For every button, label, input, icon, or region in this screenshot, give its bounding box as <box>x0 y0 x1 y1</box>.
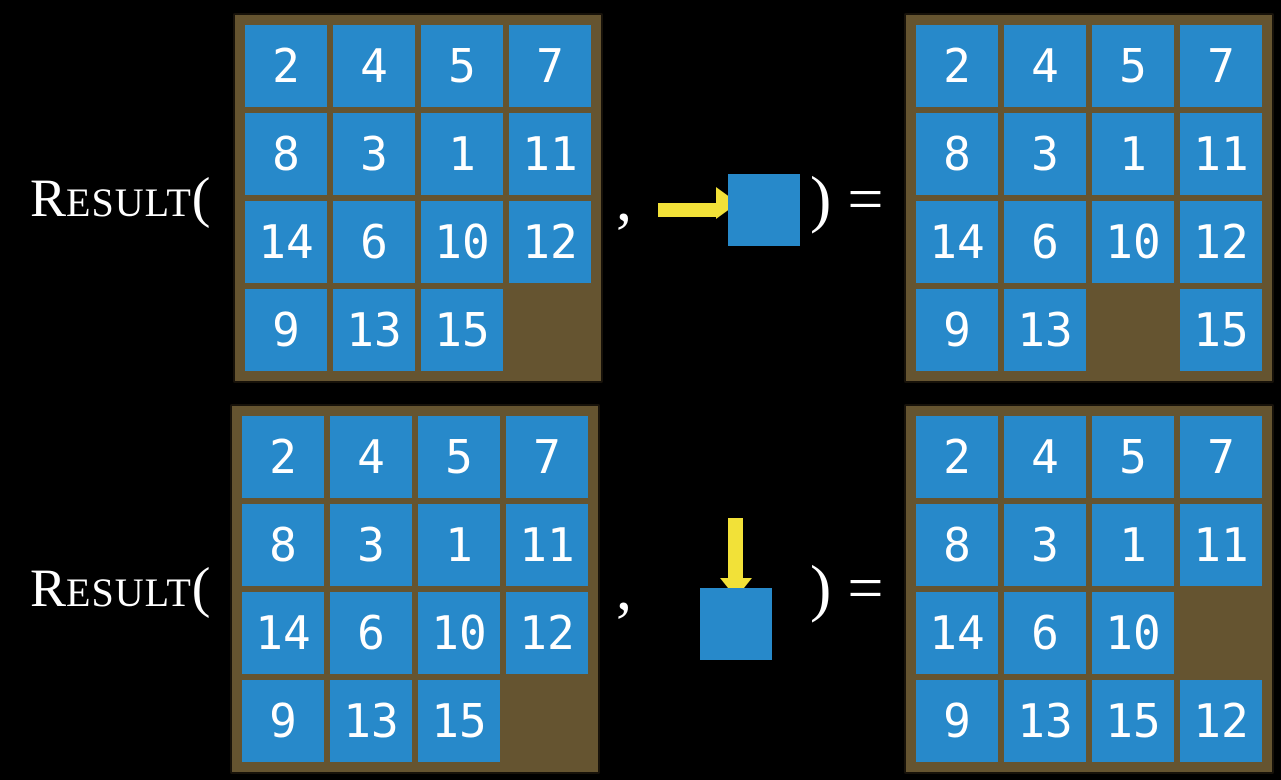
action-move-down <box>700 518 774 660</box>
result-function-label-2: RESULT( <box>30 558 210 618</box>
tile-15: 15 <box>1180 289 1262 371</box>
tile-9: 9 <box>916 289 998 371</box>
tile-10: 10 <box>418 592 500 674</box>
tile-3: 3 <box>333 113 415 195</box>
tile-2: 2 <box>245 25 327 107</box>
tile-11: 11 <box>1180 113 1262 195</box>
tile-8: 8 <box>245 113 327 195</box>
tile-7: 7 <box>506 416 588 498</box>
tile-6: 6 <box>330 592 412 674</box>
tile-8: 8 <box>916 504 998 586</box>
tile-10: 10 <box>1092 592 1174 674</box>
tile-4: 4 <box>330 416 412 498</box>
tile-5: 5 <box>1092 25 1174 107</box>
tile-1: 1 <box>1092 504 1174 586</box>
down-arrow-icon <box>728 518 743 580</box>
tile-11: 11 <box>1180 504 1262 586</box>
empty-cell <box>506 680 588 762</box>
tile-12: 12 <box>1180 680 1262 762</box>
tile-9: 9 <box>916 680 998 762</box>
tile-11: 11 <box>509 113 591 195</box>
tile-11: 11 <box>506 504 588 586</box>
tile-5: 5 <box>421 25 503 107</box>
close-paren-equals-2: ) = <box>810 552 884 623</box>
tile-5: 5 <box>418 416 500 498</box>
tile-13: 13 <box>1004 680 1086 762</box>
tile-1: 1 <box>1092 113 1174 195</box>
tile-8: 8 <box>242 504 324 586</box>
tile-6: 6 <box>1004 592 1086 674</box>
tile-15: 15 <box>418 680 500 762</box>
tile-14: 14 <box>916 592 998 674</box>
result-label-cap: R <box>30 168 67 228</box>
result-label-rest: ESULT <box>66 570 192 615</box>
action-tile <box>728 174 800 246</box>
tile-10: 10 <box>421 201 503 283</box>
tile-2: 2 <box>916 25 998 107</box>
comma-2: , <box>616 552 632 623</box>
empty-cell <box>1180 592 1262 674</box>
tile-6: 6 <box>1004 201 1086 283</box>
tile-14: 14 <box>242 592 324 674</box>
tile-2: 2 <box>916 416 998 498</box>
tile-14: 14 <box>245 201 327 283</box>
result-function-label-1: RESULT( <box>30 168 210 228</box>
action-move-right <box>656 174 802 248</box>
empty-cell <box>509 289 591 371</box>
tile-4: 4 <box>1004 25 1086 107</box>
tile-12: 12 <box>1180 201 1262 283</box>
tile-15: 15 <box>421 289 503 371</box>
tile-14: 14 <box>916 201 998 283</box>
tile-4: 4 <box>1004 416 1086 498</box>
empty-cell <box>1092 289 1174 371</box>
open-paren: ( <box>191 167 211 229</box>
tile-13: 13 <box>1004 289 1086 371</box>
tile-8: 8 <box>916 113 998 195</box>
tile-12: 12 <box>506 592 588 674</box>
right-arrow-icon <box>658 203 718 217</box>
tile-12: 12 <box>509 201 591 283</box>
comma-1: , <box>616 163 632 234</box>
tile-3: 3 <box>330 504 412 586</box>
tile-7: 7 <box>1180 416 1262 498</box>
tile-9: 9 <box>245 289 327 371</box>
close-paren-equals-1: ) = <box>810 163 884 234</box>
tile-3: 3 <box>1004 113 1086 195</box>
tile-9: 9 <box>242 680 324 762</box>
tile-1: 1 <box>421 113 503 195</box>
tile-3: 3 <box>1004 504 1086 586</box>
open-paren: ( <box>191 557 211 619</box>
tile-10: 10 <box>1092 201 1174 283</box>
tile-5: 5 <box>1092 416 1174 498</box>
result-label-cap: R <box>30 558 67 618</box>
tile-6: 6 <box>333 201 415 283</box>
result-label-rest: ESULT <box>66 180 192 225</box>
tile-2: 2 <box>242 416 324 498</box>
tile-7: 7 <box>509 25 591 107</box>
tile-4: 4 <box>333 25 415 107</box>
tile-13: 13 <box>333 289 415 371</box>
action-tile <box>700 588 772 660</box>
tile-7: 7 <box>1180 25 1262 107</box>
tile-1: 1 <box>418 504 500 586</box>
tile-13: 13 <box>330 680 412 762</box>
tile-15: 15 <box>1092 680 1174 762</box>
